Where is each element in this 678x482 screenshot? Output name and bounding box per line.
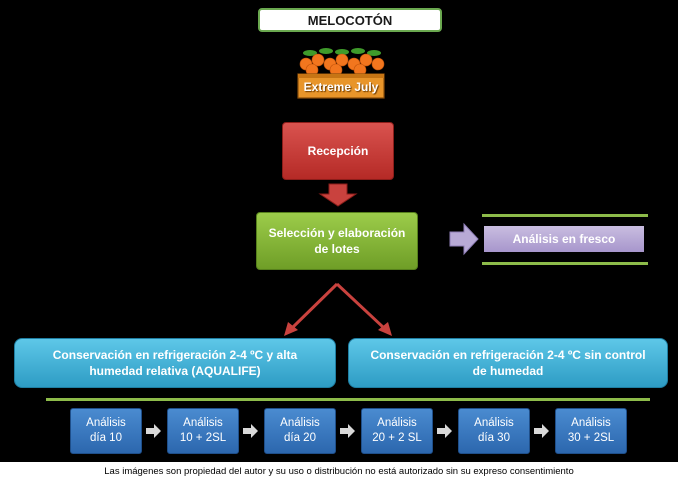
analysis-step-line1: Análisis — [377, 417, 417, 430]
split-left-line — [290, 282, 339, 330]
fresh-analysis-label: Análisis en fresco — [512, 231, 616, 246]
title-text: MELOCOTÓN — [307, 12, 393, 28]
analysis-step: Análisis 20 + 2 SL — [361, 408, 433, 454]
right-arrow-icon — [449, 222, 479, 256]
down-arrow-icon — [318, 183, 358, 207]
analysis-step-label: Análisis 10 + 2SL — [180, 416, 226, 446]
diagram-canvas: MELOCOTÓN — [0, 0, 678, 462]
copyright-footer: Las imágenes son propiedad del autor y s… — [104, 466, 574, 477]
peach-crate-graphic — [297, 48, 385, 99]
selection-step: Selección y elaboración de lotes — [256, 212, 418, 270]
analysis-step: Análisis día 30 — [458, 408, 530, 454]
analysis-step: Análisis día 10 — [70, 408, 142, 454]
analysis-step-line2: día 30 — [478, 432, 510, 444]
reception-step: Recepción — [282, 122, 394, 180]
conservation-left-line2: humedad relativa (AQUALIFE) — [89, 364, 261, 378]
connector-layer — [284, 183, 479, 336]
analysis-step-label: Análisis día 10 — [86, 416, 126, 446]
analysis-step-line1: Análisis — [183, 417, 223, 430]
analysis-step-line1: Análisis — [86, 417, 126, 430]
conservation-no-humidity: Conservación en refrigeración 2-4 ºC sin… — [348, 338, 668, 388]
analysis-step: Análisis día 20 — [264, 408, 336, 454]
split-right-arrowhead — [378, 322, 392, 336]
fresh-analysis-bottom-rule — [482, 262, 648, 265]
analysis-step-label: Análisis día 20 — [280, 416, 320, 446]
conservation-aqualife: Conservación en refrigeración 2-4 ºC y a… — [14, 338, 336, 388]
right-arrow-icon — [340, 424, 355, 438]
analysis-step-line2: 20 + 2 SL — [372, 432, 422, 444]
conservation-right-line1: Conservación en refrigeración 2-4 ºC sin… — [370, 347, 646, 362]
right-arrow-icon — [146, 424, 161, 438]
selection-label-line2: de lotes — [314, 242, 360, 256]
analysis-step-label: Análisis 30 + 2SL — [568, 416, 614, 446]
conservation-left-line1: Conservación en refrigeración 2-4 ºC y a… — [52, 347, 298, 362]
analysis-top-rule — [46, 398, 650, 401]
conservation-right-line2: de humedad — [472, 364, 544, 378]
right-arrow-icon — [437, 424, 452, 438]
analysis-step-label: Análisis 20 + 2 SL — [372, 416, 422, 446]
conservation-aqualife-label: Conservación en refrigeración 2-4 ºC y a… — [53, 347, 297, 379]
reception-label: Recepción — [307, 143, 369, 158]
analysis-step-label: Análisis día 30 — [474, 416, 514, 446]
fresh-analysis-top-rule — [482, 214, 648, 217]
analysis-step-line2: día 10 — [90, 432, 122, 444]
fresh-analysis-step: Análisis en fresco — [484, 226, 644, 252]
product-label: Extreme July — [303, 80, 379, 94]
analysis-step-line2: día 20 — [284, 432, 316, 444]
split-left-arrowhead — [284, 322, 298, 336]
analysis-step: Análisis 30 + 2SL — [555, 408, 627, 454]
right-arrow-icon — [243, 424, 258, 438]
split-right-line — [335, 282, 386, 330]
right-arrow-icon — [534, 424, 549, 438]
selection-label: Selección y elaboración de lotes — [269, 225, 406, 257]
selection-label-line1: Selección y elaboración — [268, 225, 406, 240]
peach-crate-icon: Extreme July — [296, 44, 386, 100]
diagram-title: MELOCOTÓN — [258, 8, 442, 32]
conservation-no-humidity-label: Conservación en refrigeración 2-4 ºC sin… — [370, 347, 645, 379]
analysis-step-line1: Análisis — [571, 417, 611, 430]
analysis-step-line2: 10 + 2SL — [179, 432, 227, 444]
analysis-step-line1: Análisis — [280, 417, 320, 430]
analysis-step: Análisis 10 + 2SL — [167, 408, 239, 454]
analysis-step-line1: Análisis — [474, 417, 514, 430]
analysis-step-line2: 30 + 2SL — [567, 432, 615, 444]
